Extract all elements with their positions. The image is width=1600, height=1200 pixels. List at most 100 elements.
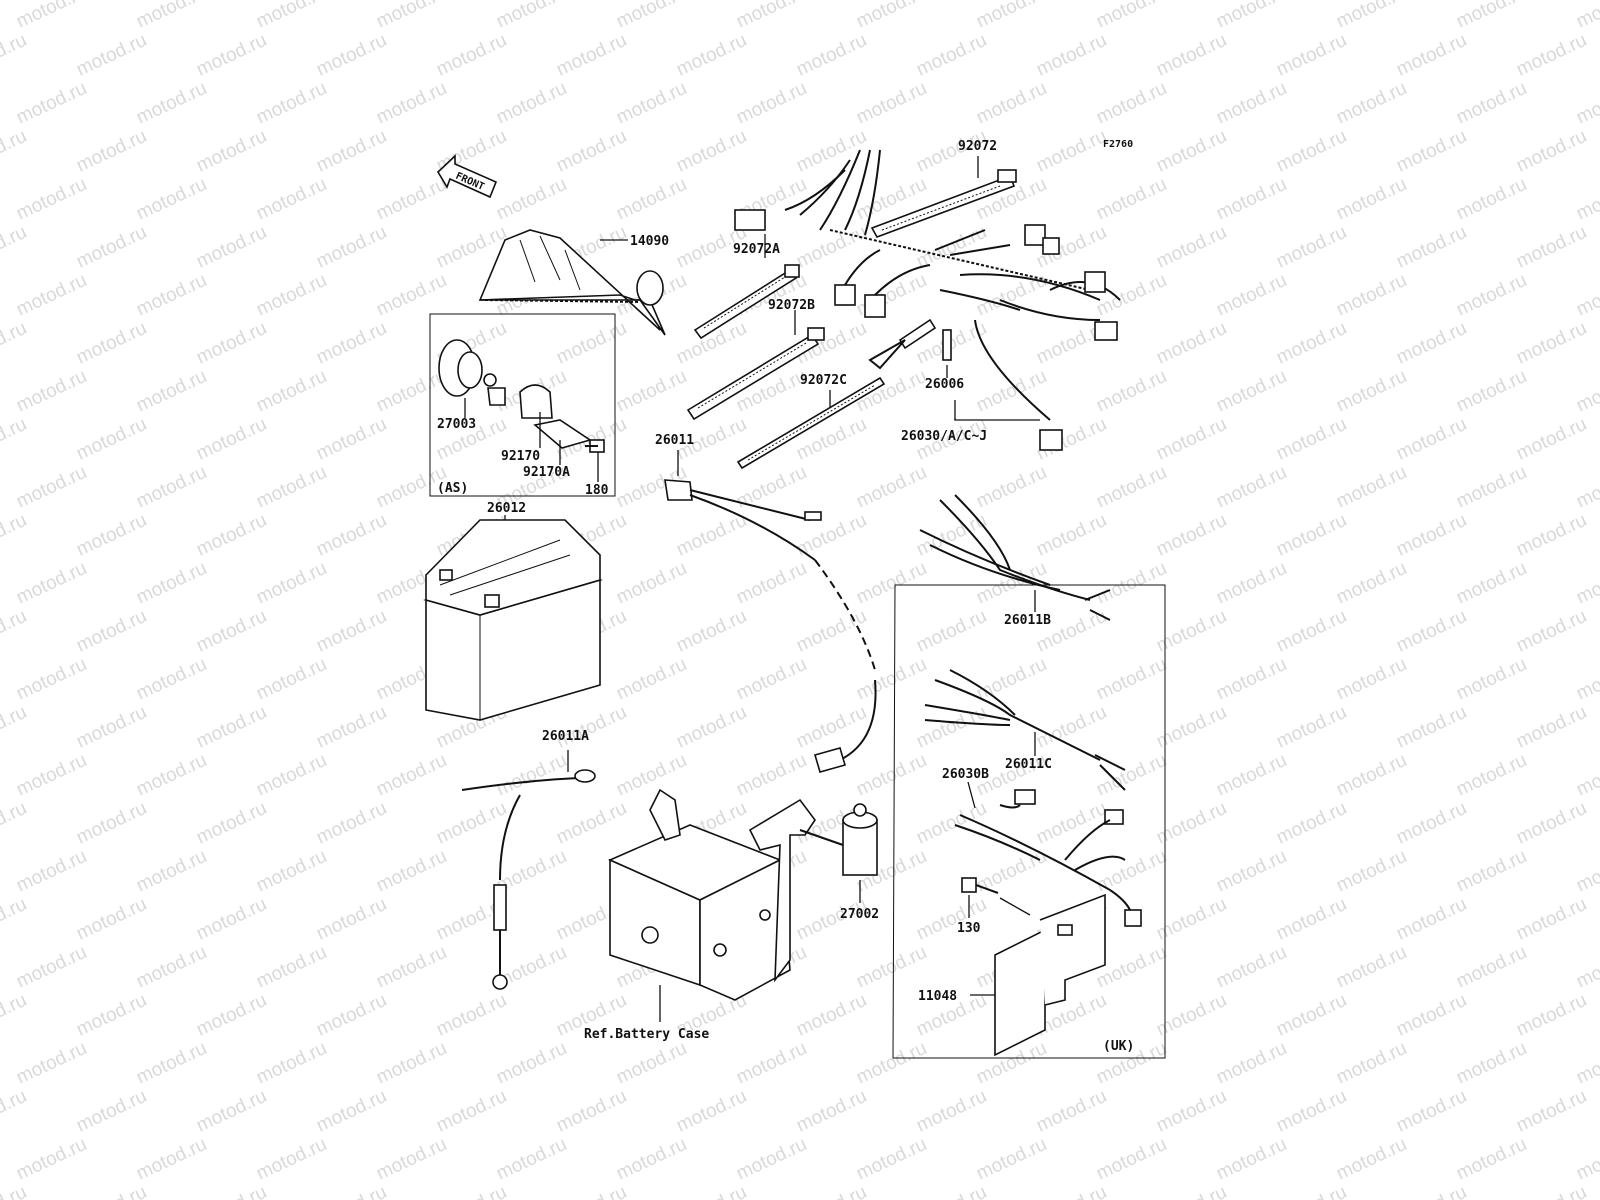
watermark-text: motod.ru	[1213, 750, 1290, 801]
watermark-text: motod.ru	[133, 366, 210, 417]
watermark-text: motod.ru	[913, 510, 990, 561]
watermark-text: motod.ru	[673, 606, 750, 657]
watermark-text: motod.ru	[1333, 1038, 1410, 1089]
watermark-text: motod.ru	[193, 222, 270, 273]
watermark-text: motod.ru	[0, 126, 30, 177]
watermark-text: motod.ru	[1513, 798, 1590, 849]
watermark-text: motod.ru	[1333, 366, 1410, 417]
watermark-text: motod.ru	[13, 846, 90, 897]
watermark-text: motod.ru	[193, 1086, 270, 1137]
watermark-text: motod.ru	[253, 846, 330, 897]
watermark-text: motod.ru	[1393, 894, 1470, 945]
watermark-text: motod.ru	[1153, 318, 1230, 369]
watermark-text: motod.ru	[73, 30, 150, 81]
label-14090: 14090	[630, 234, 669, 249]
watermark-text: motod.ru	[1033, 798, 1110, 849]
watermark-text: motod.ru	[853, 654, 930, 705]
watermark-text: motod.ru	[613, 78, 690, 129]
watermark-text: motod.ru	[1453, 654, 1530, 705]
watermark-text: motod.ru	[493, 1038, 570, 1089]
watermark-text: motod.ru	[1573, 654, 1600, 705]
label-92072B: 92072B	[768, 298, 815, 313]
watermark-text: motod.ru	[1093, 174, 1170, 225]
as-box	[429, 313, 616, 497]
watermark-text: motod.ru	[1453, 1038, 1530, 1089]
watermark-text: motod.ru	[1393, 510, 1470, 561]
watermark-text: motod.ru	[673, 1182, 750, 1200]
watermark-text: motod.ru	[973, 0, 1050, 33]
cable-26011	[664, 479, 877, 773]
watermark-text: motod.ru	[253, 174, 330, 225]
watermark-text: motod.ru	[1513, 414, 1590, 465]
watermark-text: motod.ru	[1213, 654, 1290, 705]
label-26011A: 26011A	[542, 729, 589, 744]
watermark-text: motod.ru	[73, 414, 150, 465]
cover-14090	[478, 229, 666, 336]
watermark-text: motod.ru	[1273, 1086, 1350, 1137]
watermark-text: motod.ru	[1573, 0, 1600, 33]
watermark-text: motod.ru	[193, 606, 270, 657]
watermark-text: motod.ru	[733, 1134, 810, 1185]
watermark-text: motod.ru	[13, 462, 90, 513]
watermark-text: motod.ru	[733, 1038, 810, 1089]
watermark-text: motod.ru	[0, 702, 30, 753]
watermark-text: motod.ru	[373, 942, 450, 993]
watermark-text: motod.ru	[133, 78, 210, 129]
watermark-text: motod.ru	[1453, 558, 1530, 609]
watermark-text: motod.ru	[1513, 702, 1590, 753]
watermark-text: motod.ru	[1273, 30, 1350, 81]
watermark-text: motod.ru	[73, 894, 150, 945]
watermark-text: motod.ru	[133, 1038, 210, 1089]
watermark-text: motod.ru	[1453, 174, 1530, 225]
watermark-text: motod.ru	[1573, 558, 1600, 609]
watermark-text: motod.ru	[1573, 1134, 1600, 1185]
watermark-text: motod.ru	[1393, 606, 1470, 657]
bolt-130	[961, 877, 999, 894]
watermark-text: motod.ru	[313, 606, 390, 657]
watermark-text: motod.ru	[493, 0, 570, 33]
watermark-text: motod.ru	[853, 558, 930, 609]
watermark-text: motod.ru	[73, 510, 150, 561]
harness-26030B	[954, 789, 1142, 927]
watermark-text: motod.ru	[1453, 846, 1530, 897]
uk-box	[892, 584, 1166, 1059]
watermark-text: motod.ru	[193, 510, 270, 561]
watermark-text: motod.ru	[13, 1134, 90, 1185]
watermark-text: motod.ru	[613, 558, 690, 609]
watermark-text: motod.ru	[313, 126, 390, 177]
label-92170: 92170	[501, 449, 540, 464]
label-27003: 27003	[437, 417, 476, 432]
watermark-text: motod.ru	[973, 462, 1050, 513]
label-26006: 26006	[925, 377, 964, 392]
watermark-text: motod.ru	[133, 654, 210, 705]
bracket-92170	[519, 384, 592, 449]
watermark-text: motod.ru	[1273, 990, 1350, 1041]
watermark-text: motod.ru	[1513, 606, 1590, 657]
watermark-text: motod.ru	[373, 846, 450, 897]
watermark-text: motod.ru	[613, 654, 690, 705]
watermark-text: motod.ru	[853, 0, 930, 33]
label-11048: 11048	[918, 989, 957, 1004]
watermark-text: motod.ru	[613, 0, 690, 33]
watermark-text: motod.ru	[733, 78, 810, 129]
watermark-text: motod.ru	[0, 30, 30, 81]
watermark-text: motod.ru	[1093, 846, 1170, 897]
watermark-text: motod.ru	[1213, 270, 1290, 321]
label-92072: 92072	[958, 139, 997, 154]
watermark-text: motod.ru	[553, 1182, 630, 1200]
watermark-text: motod.ru	[1513, 894, 1590, 945]
watermark-text: motod.ru	[1333, 558, 1410, 609]
watermark-text: motod.ru	[193, 30, 270, 81]
watermark-text: motod.ru	[313, 222, 390, 273]
watermark-text: motod.ru	[133, 462, 210, 513]
watermark-text: motod.ru	[1393, 414, 1470, 465]
watermark-text: motod.ru	[373, 0, 450, 33]
watermark-text: motod.ru	[793, 1086, 870, 1137]
watermark-text: motod.ru	[1393, 798, 1470, 849]
watermark-text: motod.ru	[493, 78, 570, 129]
battery-case	[608, 788, 816, 1001]
watermark-text: motod.ru	[1273, 510, 1350, 561]
watermark-text: motod.ru	[913, 894, 990, 945]
